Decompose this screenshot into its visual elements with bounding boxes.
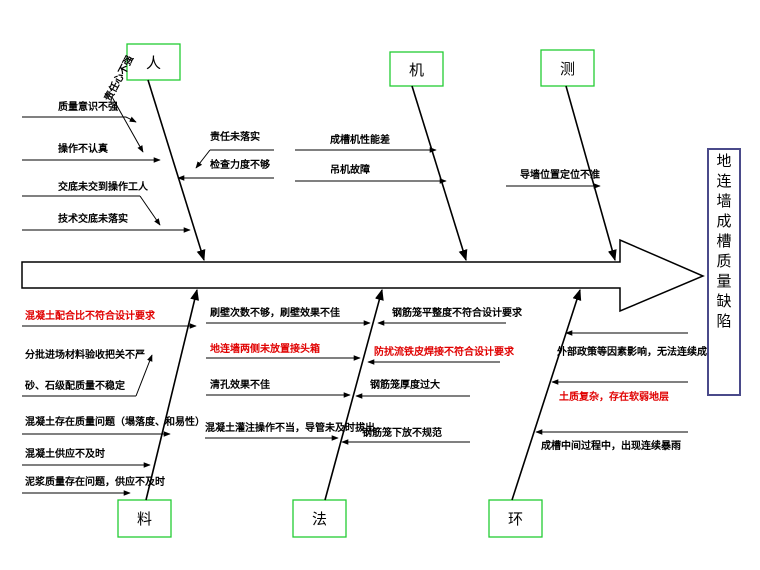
effect-label: 地连墙成槽质量缺陷 xyxy=(714,153,733,333)
category-measure: 测 xyxy=(540,49,595,87)
bone-method xyxy=(324,288,384,501)
main-spine-arrow xyxy=(21,238,705,313)
cause-method-6: 防扰流铁皮焊接不符合设计要求 xyxy=(374,345,515,358)
category-environment: 环 xyxy=(488,499,543,538)
cause-material-1: 混凝土配合比不符合设计要求 xyxy=(25,309,156,322)
bone-environment xyxy=(511,288,582,501)
cause-people-7: 检查力度不够 xyxy=(210,158,270,171)
cause-material-2: 分批进场材料验收把关不严 xyxy=(25,348,145,361)
bone-people xyxy=(147,79,206,262)
category-material: 料 xyxy=(117,499,172,538)
cause-env-3: 成槽中间过程中，出现连续暴雨 xyxy=(541,439,681,452)
environment-causes: 外部政策等因素影响，无法连续成槽 土质复杂，存在软弱地层 成槽中间过程中，出现连… xyxy=(535,330,717,452)
cause-measure-1: 导墙位置定位不准 xyxy=(520,168,600,181)
bone-material xyxy=(145,288,199,501)
cause-machine-1: 成槽机性能差 xyxy=(330,133,390,146)
cause-material-6: 泥浆质量存在问题，供应不及时 xyxy=(25,475,165,488)
cause-method-7: 钢筋笼厚度过大 xyxy=(370,378,440,391)
category-people-label: 人 xyxy=(146,54,161,72)
cause-method-1: 刷壁次数不够，刷壁效果不佳 xyxy=(210,306,340,319)
cause-people-4: 交底未交到操作工人 xyxy=(58,180,149,193)
bone-machine xyxy=(411,85,468,262)
bone-measure xyxy=(565,85,617,262)
category-measure-label: 测 xyxy=(560,60,575,78)
cause-method-4: 混凝土灌注操作不当，导管未及时拔出 xyxy=(205,421,375,434)
cause-material-4: 混凝土存在质量问题（塌落度、和易性） xyxy=(25,415,205,428)
material-causes: 混凝土配合比不符合设计要求 分批进场材料验收把关不严 砂、石级配质量不稳定 混凝… xyxy=(22,309,205,496)
cause-people-3: 操作不认真 xyxy=(58,142,108,155)
category-machine: 机 xyxy=(389,51,444,87)
cause-method-3: 清孔效果不佳 xyxy=(210,378,270,391)
effect-box: 地连墙成槽质量缺陷 xyxy=(707,148,741,396)
cause-method-5: 钢筋笼平整度不符合设计要求 xyxy=(392,306,523,319)
cause-machine-2: 吊机故障 xyxy=(330,163,370,176)
category-method: 法 xyxy=(292,499,347,538)
method-causes: 刷壁次数不够，刷壁效果不佳 地连墙两侧未放置接头箱 清孔效果不佳 混凝土灌注操作… xyxy=(205,306,523,445)
cause-method-2: 地连墙两侧未放置接头箱 xyxy=(210,342,320,355)
cause-people-6: 责任未落实 xyxy=(210,130,260,143)
category-material-label: 料 xyxy=(137,510,152,528)
cause-material-3: 砂、石级配质量不稳定 xyxy=(24,379,125,392)
category-environment-label: 环 xyxy=(508,510,523,528)
category-method-label: 法 xyxy=(312,510,327,528)
category-machine-label: 机 xyxy=(409,61,424,79)
cause-method-8: 钢筋笼下放不规范 xyxy=(362,426,442,439)
cause-people-5: 技术交底未落实 xyxy=(58,212,128,225)
cause-people-1: 质量意识不强 xyxy=(58,100,118,113)
cause-env-2: 土质复杂，存在软弱地层 xyxy=(559,390,669,403)
measure-causes: 导墙位置定位不准 xyxy=(506,168,601,189)
machine-causes: 成槽机性能差 吊机故障 xyxy=(295,133,447,184)
cause-material-5: 混凝土供应不及时 xyxy=(25,447,105,460)
category-people: 人 xyxy=(126,43,181,81)
cause-env-1: 外部政策等因素影响，无法连续成槽 xyxy=(556,345,717,358)
people-causes: 质量意识不强 责任心不强 操作不认真 交底未交到操作工人 技术交底未落实 责任未… xyxy=(22,53,274,233)
